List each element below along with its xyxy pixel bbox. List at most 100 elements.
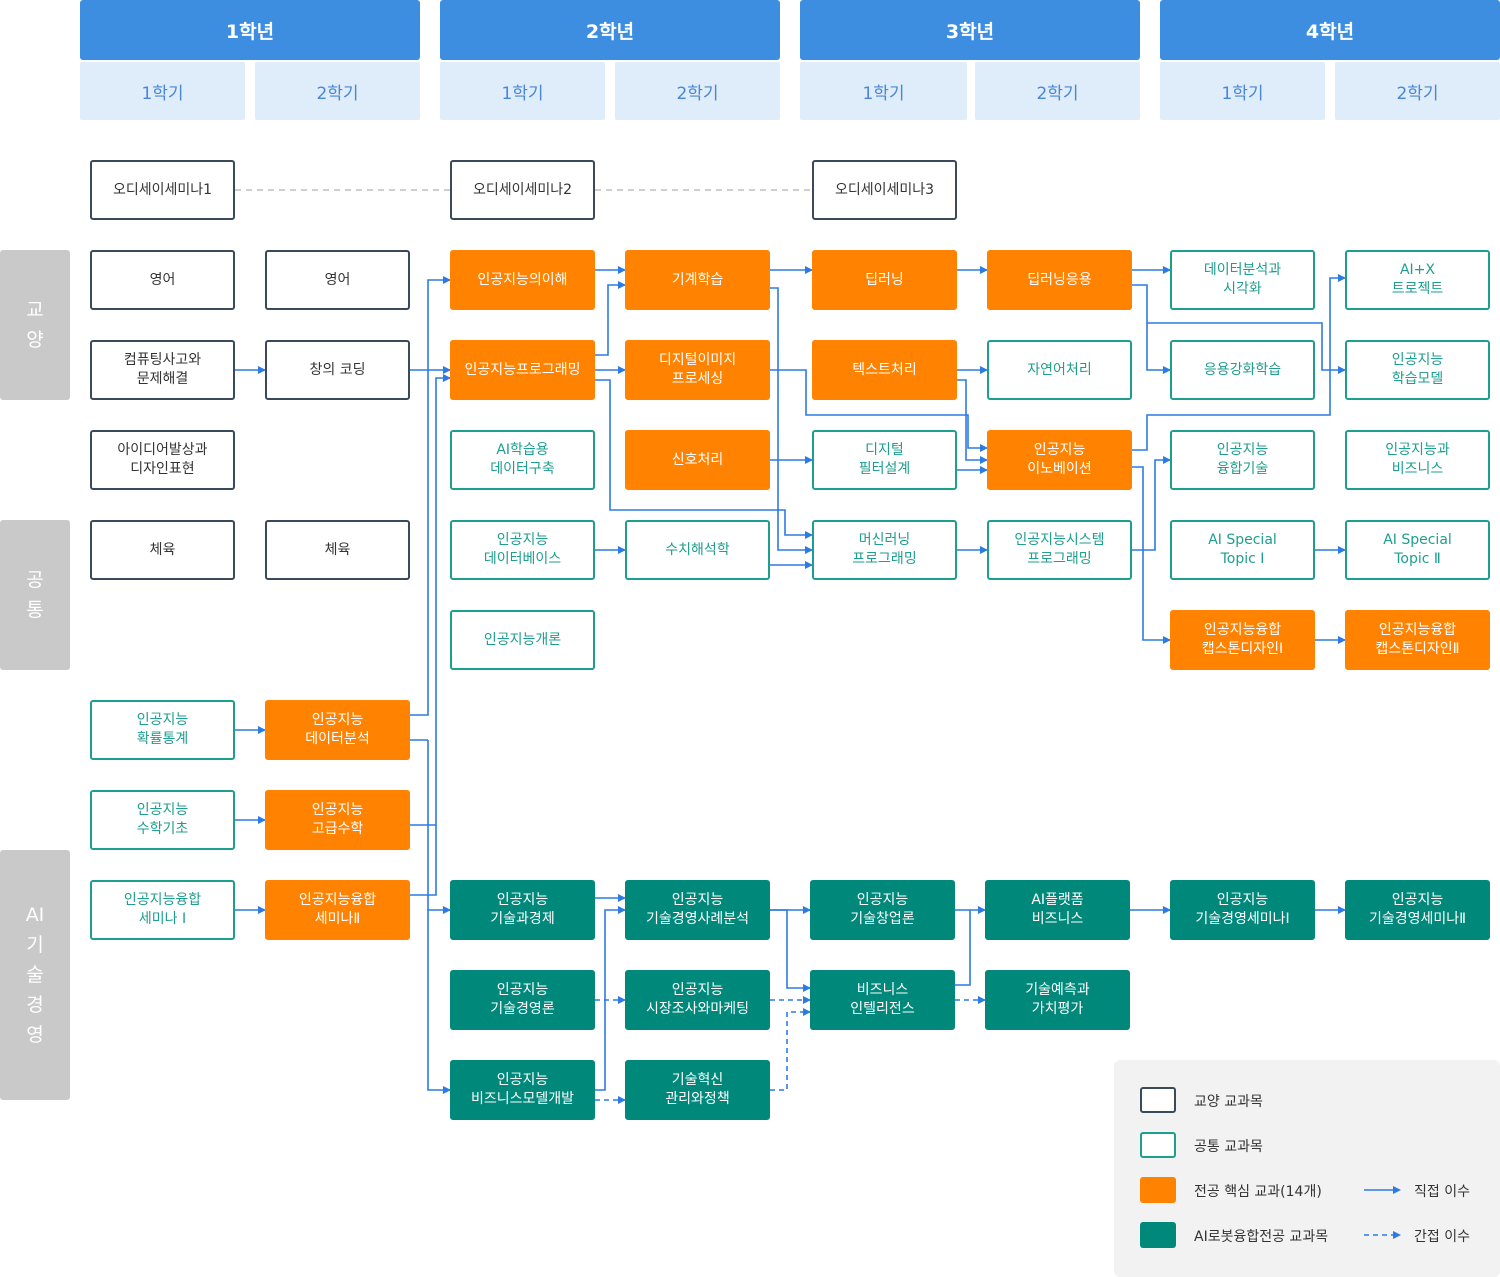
arrow-data-analysis-to-understanding — [410, 276, 451, 716]
legend-common-swatch — [1140, 1132, 1176, 1158]
legend-liberal-swatch — [1140, 1087, 1176, 1113]
course-ai-platform-business: AI플랫폼 비즈니스 — [985, 880, 1130, 940]
course-ai-x-project: AI+X 트로젝트 — [1345, 250, 1490, 310]
semester-header: 2학기 — [1335, 62, 1500, 120]
course-nlp: 자연어처리 — [987, 340, 1132, 400]
legend-liberal-label: 교양 교과목 — [1194, 1094, 1263, 1110]
course-ai-business: 인공지능과 비즈니스 — [1345, 430, 1490, 490]
course-ai-math-basic: 인공지능 수학기초 — [90, 790, 235, 850]
arrow-seminar2-to-programming — [410, 374, 451, 896]
legend-indirect-label: 간접 이수 — [1414, 1229, 1470, 1245]
semester-header: 1학기 — [800, 62, 967, 120]
course-ai-special-topic-2: AI Special Topic Ⅱ — [1345, 520, 1490, 580]
course-numerical-analysis: 수치해석학 — [625, 520, 770, 580]
semester-header: 2학기 — [615, 62, 780, 120]
legend-ai-robot-label: AI로봇융합전공 교과목 — [1194, 1229, 1329, 1245]
course-ai-market-research: 인공지능 시장조사와마케팅 — [625, 970, 770, 1030]
course-ai-seminar-2: 인공지능융합 세미나Ⅱ — [265, 880, 410, 940]
arrow-text-to-innovation — [957, 379, 988, 464]
arrow-policy-to-bi — [770, 1008, 811, 1091]
course-ai-mgmt-seminar-2: 인공지능 기술경영세미나Ⅱ — [1345, 880, 1490, 940]
course-ai-learning-model: 인공지능 학습모델 — [1345, 340, 1490, 400]
arrow-deep-app-to-rl — [1132, 284, 1171, 374]
course-digital-image: 디지털이미지 프로세싱 — [625, 340, 770, 400]
semester-header: 2학기 — [975, 62, 1140, 120]
course-ai-probability: 인공지능 확률통계 — [90, 700, 235, 760]
course-ai-mgmt-seminar-1: 인공지능 기술경영세미나Ⅰ — [1170, 880, 1315, 940]
course-english-2: 영어 — [265, 250, 410, 310]
course-text-processing: 텍스트처리 — [812, 340, 957, 400]
course-ai-business-model: 인공지능 비즈니스모델개발 — [450, 1060, 595, 1120]
course-tech-forecast: 기술예측과 가치평가 — [985, 970, 1130, 1030]
course-ai-system-programming: 인공지능시스템 프로그래밍 — [987, 520, 1132, 580]
course-pe-2: 체육 — [265, 520, 410, 580]
legend-common-label: 공통 교과목 — [1194, 1139, 1263, 1155]
arrow-image-to-innovation — [770, 369, 988, 452]
course-ai-programming: 인공지능프로그래밍 — [450, 340, 595, 400]
course-tech-innovation-policy: 기술혁신 관리와정책 — [625, 1060, 770, 1120]
course-ai-tech-economy: 인공지능 기술과경제 — [450, 880, 595, 940]
course-ai-convergence-tech: 인공지능 융합기술 — [1170, 430, 1315, 490]
arrow-innovation-to-capstone — [1132, 466, 1171, 644]
arrow-innovation-to-project — [1132, 274, 1346, 451]
year-2-header: 2학년 — [440, 0, 780, 60]
legend-ai-robot-swatch — [1140, 1222, 1176, 1248]
course-deep-learning-app: 딥러닝응용 — [987, 250, 1132, 310]
course-capstone-2: 인공지능융합 캡스톤디자인Ⅱ — [1345, 610, 1490, 670]
year-3-header: 3학년 — [800, 0, 1140, 60]
course-ai-innovation: 인공지능 이노베이션 — [987, 430, 1132, 490]
semester-header: 2학기 — [255, 62, 420, 120]
semester-header: 1학기 — [80, 62, 245, 120]
course-ml-programming: 머신러닝 프로그래밍 — [812, 520, 957, 580]
course-deep-learning: 딥러닝 — [812, 250, 957, 310]
course-ai-tech-mgmt-case: 인공지능 기술경영사례분석 — [625, 880, 770, 940]
arrow-system-to-convergence — [1132, 456, 1171, 551]
course-odyssey-seminar-2: 오디세이세미나2 — [450, 160, 595, 220]
course-computing-thinking: 컴퓨팅사고와 문제해결 — [90, 340, 235, 400]
course-ai-database: 인공지능 데이터베이스 — [450, 520, 595, 580]
semester-header: 1학기 — [1160, 62, 1325, 120]
course-ai-learning-data: AI학습용 데이터구축 — [450, 430, 595, 490]
semester-header: 1학기 — [440, 62, 605, 120]
course-data-viz: 데이터분석과 시각화 — [1170, 250, 1315, 310]
course-odyssey-seminar-1: 오디세이세미나1 — [90, 160, 235, 220]
course-business-intelligence: 비즈니스 인텔리전스 — [810, 970, 955, 1030]
arrow-programming-to-ml-programming — [595, 379, 813, 539]
legend-indirect-arrow-icon — [1364, 1231, 1401, 1239]
legend-direct-label: 직접 이수 — [1414, 1184, 1470, 1200]
arrow-bi-to-platform — [955, 910, 971, 986]
course-ai-data-analysis: 인공지능 데이터분석 — [265, 700, 410, 760]
legend-major-core-label: 전공 핵심 교과(14개) — [1194, 1184, 1322, 1200]
course-idea-design: 아이디어발상과 디자인표현 — [90, 430, 235, 490]
course-digital-filter: 디지털 필터설계 — [812, 430, 957, 490]
course-ai-tech-mgmt-theory: 인공지능 기술경영론 — [450, 970, 595, 1030]
arrow-deep-app-to-learning-model — [1147, 322, 1346, 374]
course-ai-advanced-math: 인공지능 고급수학 — [265, 790, 410, 850]
arrow-case-to-bi — [770, 909, 811, 992]
legend-direct-arrow-icon — [1364, 1186, 1401, 1194]
course-odyssey-seminar-3: 오디세이세미나3 — [812, 160, 957, 220]
course-capstone-1: 인공지능융합 캡스톤디자인Ⅰ — [1170, 610, 1315, 670]
course-signal-processing: 신호처리 — [625, 430, 770, 490]
course-creative-coding: 창의 코딩 — [265, 340, 410, 400]
course-ai-special-topic-1: AI Special Topic Ⅰ — [1170, 520, 1315, 580]
course-ai-understanding: 인공지능의이해 — [450, 250, 595, 310]
course-ai-seminar-1: 인공지능융합 세미나 Ⅰ — [90, 880, 235, 940]
year-1-header: 1학년 — [80, 0, 420, 60]
course-applied-rl: 응용강화학습 — [1170, 340, 1315, 400]
course-english-1: 영어 — [90, 250, 235, 310]
legend: 교양 교과목 공통 교과목 전공 핵심 교과(14개) AI로봇융합전공 교과목… — [1114, 1060, 1500, 1277]
course-machine-learning: 기계학습 — [625, 250, 770, 310]
course-ai-tech-startup: 인공지능 기술창업론 — [810, 880, 955, 940]
year-4-header: 4학년 — [1160, 0, 1500, 60]
arrow-to-business-model — [427, 910, 451, 1094]
course-ai-intro: 인공지능개론 — [450, 610, 595, 670]
course-pe-1: 체육 — [90, 520, 235, 580]
arrow-programming-to-ml — [595, 281, 626, 356]
arrow-ml-to-ml-programming — [770, 287, 813, 554]
legend-major-core-swatch — [1140, 1177, 1176, 1203]
